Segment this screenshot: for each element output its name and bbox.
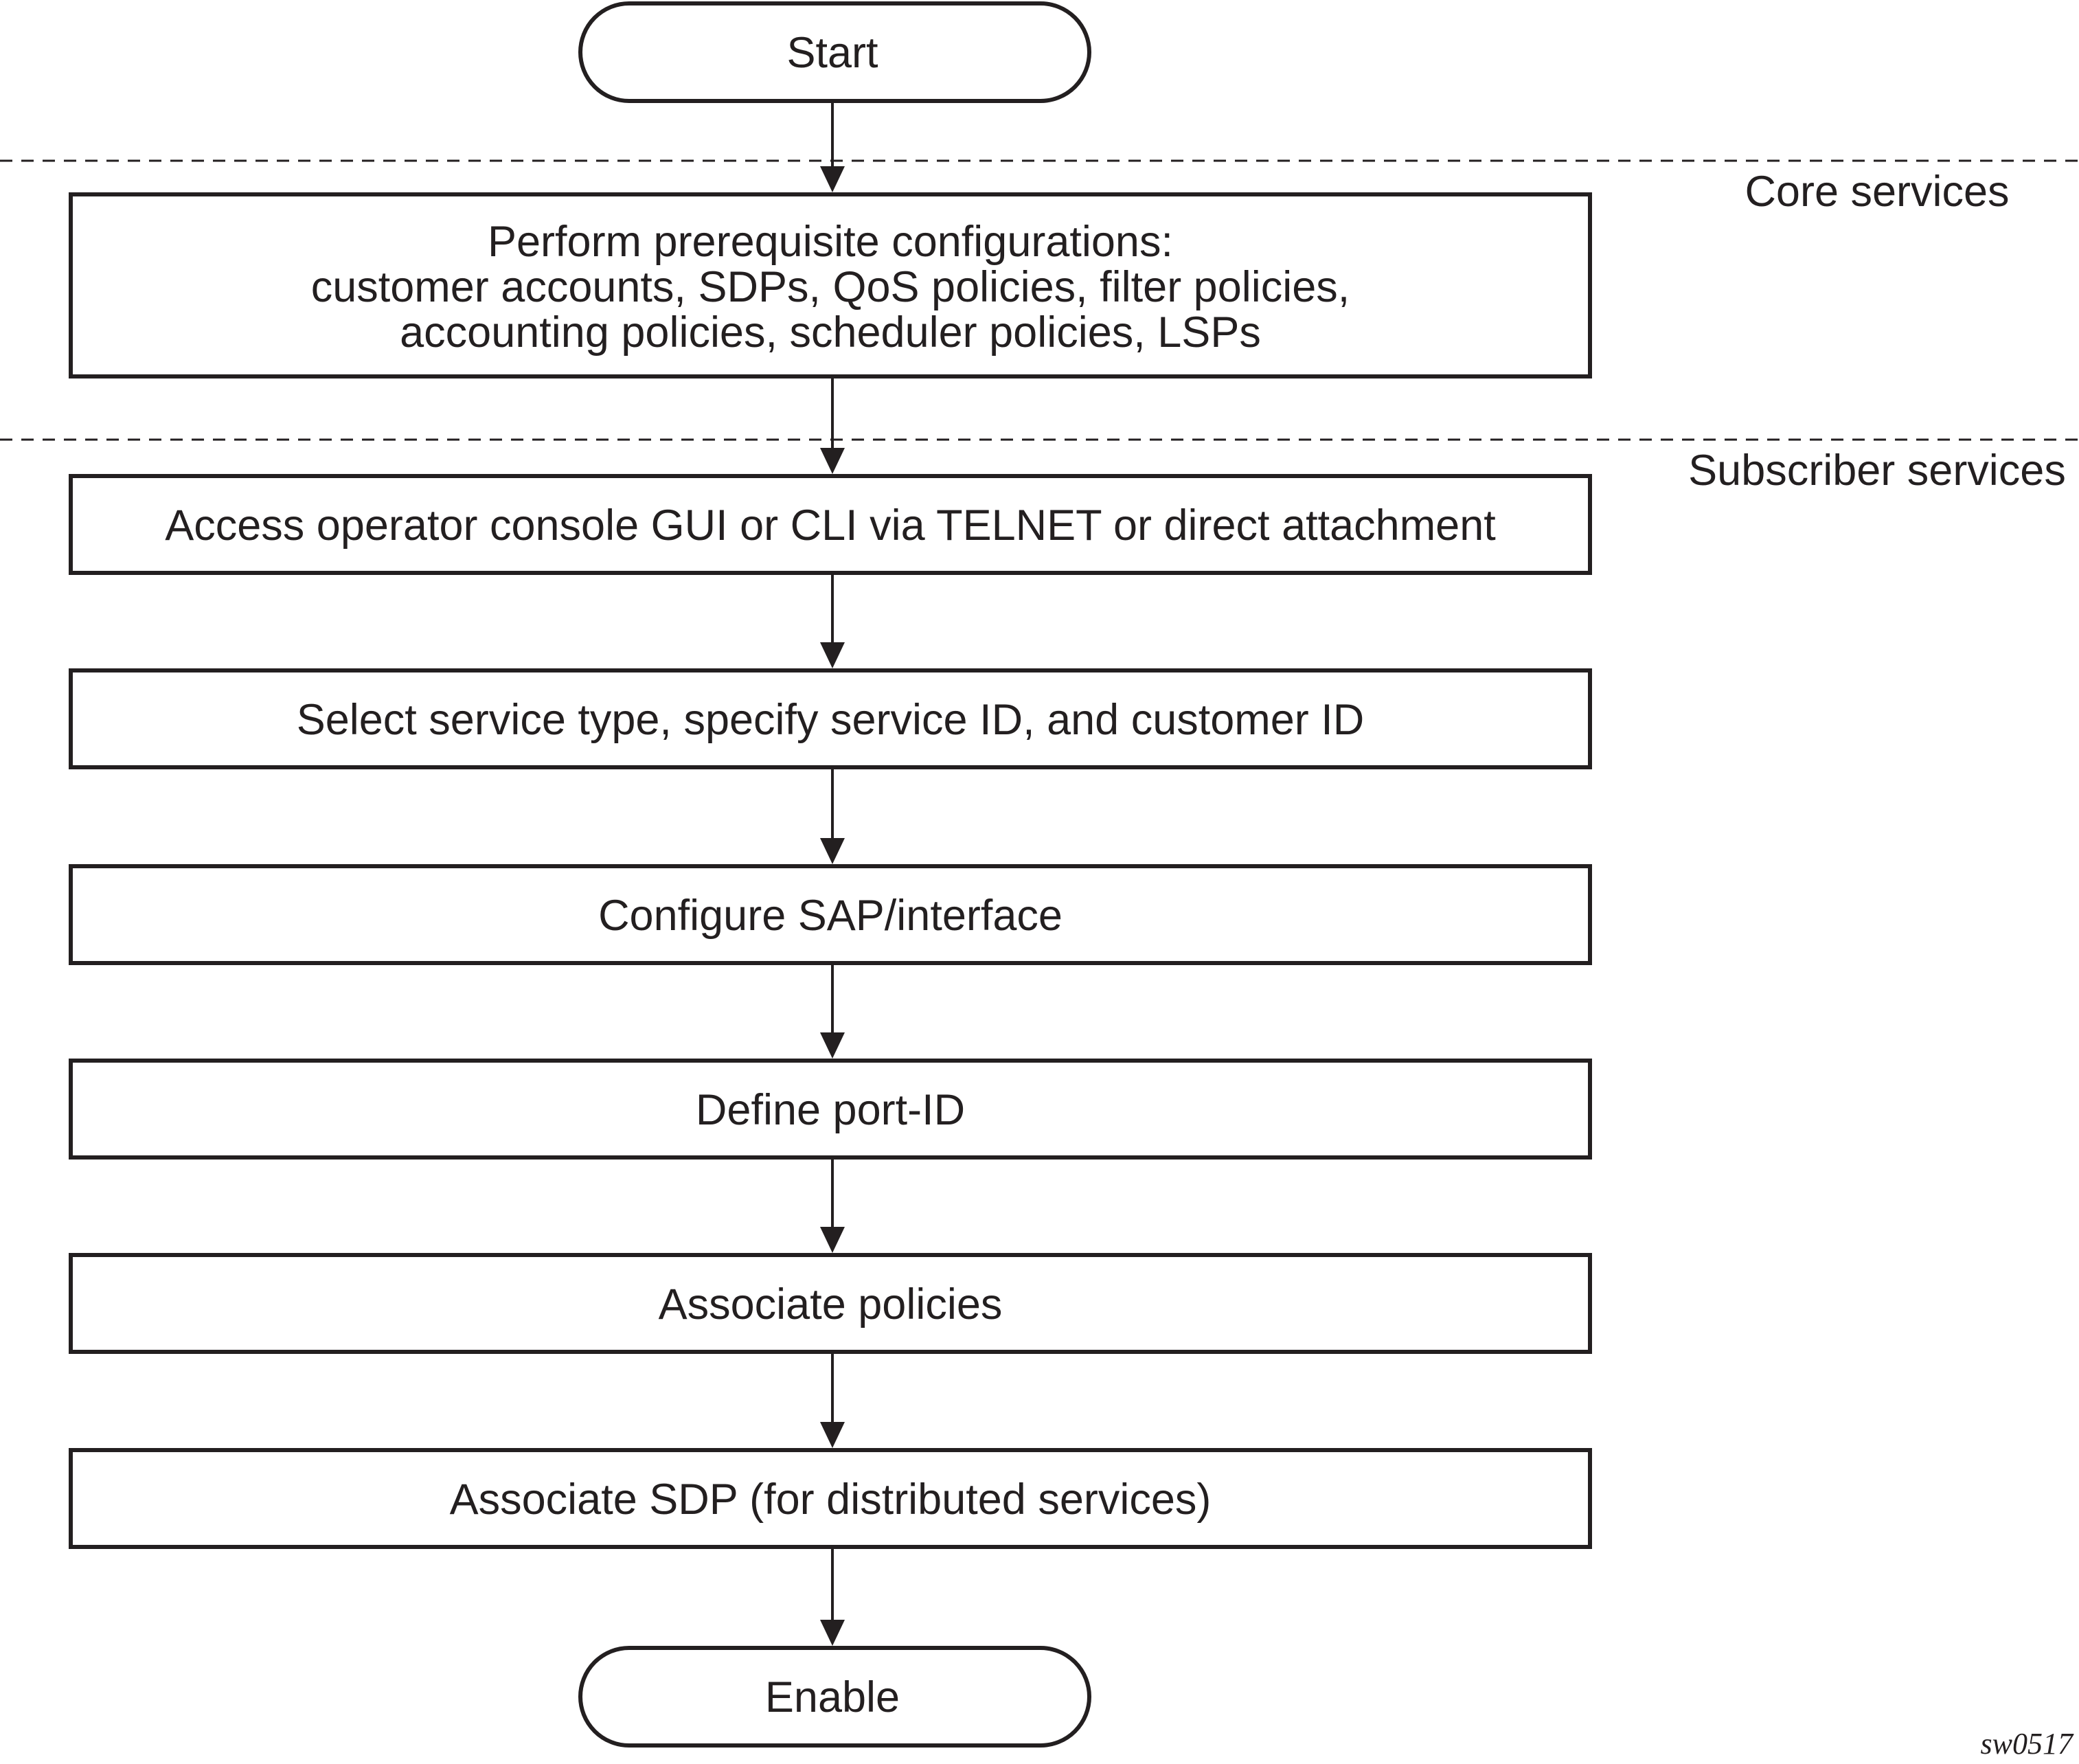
- associate-sdp-step: Associate SDP (for distributed services): [69, 1448, 1592, 1549]
- enable-node: Enable: [578, 1646, 1091, 1748]
- associate-policies-label: Associate policies: [659, 1280, 1003, 1328]
- connector-start-to-prerequisites: [820, 101, 845, 192]
- connector-define-to-policies: [820, 1157, 845, 1253]
- connector-access-to-select: [820, 573, 845, 668]
- connector-sdp-to-enable: [820, 1547, 845, 1646]
- prerequisite-configurations-step: Perform prerequisite configurations: cus…: [69, 192, 1592, 378]
- associate-policies-step: Associate policies: [69, 1253, 1592, 1354]
- enable-node-label: Enable: [765, 1673, 900, 1721]
- define-port-id-step: Define port-ID: [69, 1059, 1592, 1160]
- start-node-label: Start: [786, 29, 878, 77]
- prerequisite-line-3: accounting policies, scheduler policies,…: [400, 308, 1261, 357]
- prerequisite-line-1: Perform prerequisite configurations:: [488, 218, 1173, 266]
- section-label-subscriber-services: Subscriber services: [1688, 446, 2066, 495]
- select-service-type-step: Select service type, specify service ID,…: [69, 668, 1592, 769]
- select-service-type-label: Select service type, specify service ID,…: [297, 696, 1365, 744]
- prerequisite-line-2: customer accounts, SDPs, QoS policies, f…: [311, 263, 1350, 311]
- connector-select-to-configure: [820, 767, 845, 864]
- connector-prerequisites-to-access: [820, 376, 845, 474]
- connector-policies-to-sdp: [820, 1352, 845, 1448]
- associate-sdp-label: Associate SDP (for distributed services): [450, 1475, 1212, 1524]
- figure-id: sw0517: [1981, 1727, 2074, 1761]
- configure-sap-label: Configure SAP/interface: [598, 892, 1063, 940]
- section-label-core-services: Core services: [1745, 168, 2009, 216]
- start-node: Start: [578, 1, 1091, 103]
- access-console-label: Access operator console GUI or CLI via T…: [165, 501, 1496, 550]
- access-console-step: Access operator console GUI or CLI via T…: [69, 474, 1592, 575]
- connector-configure-to-define: [820, 963, 845, 1059]
- configure-sap-step: Configure SAP/interface: [69, 864, 1592, 965]
- define-port-id-label: Define port-ID: [696, 1086, 965, 1134]
